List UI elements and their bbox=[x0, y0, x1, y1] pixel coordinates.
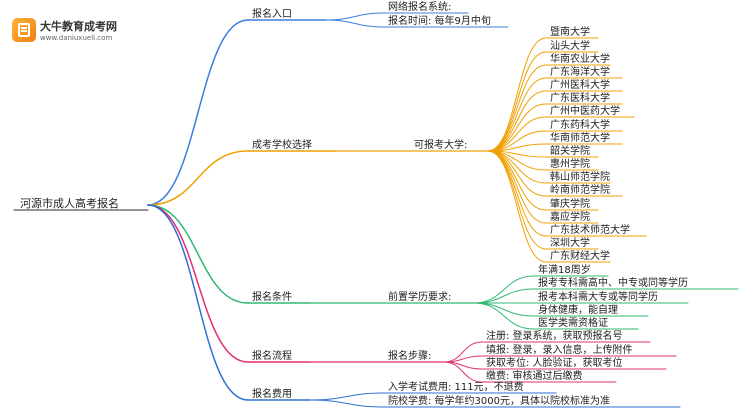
condition-item: 报考本科需大专或等同学历 bbox=[538, 292, 658, 303]
school-item: 嘉应学院 bbox=[550, 212, 590, 223]
fee-item: 入学考试费用: 111元，不退费 bbox=[388, 382, 524, 393]
connector-entry bbox=[147, 19, 249, 206]
connector-condition-item bbox=[473, 302, 535, 330]
connector-school-item bbox=[487, 77, 547, 152]
connector-entry-item bbox=[325, 12, 385, 21]
school-item: 广东技术师范大学 bbox=[550, 225, 630, 236]
connector-condition-item bbox=[473, 302, 535, 317]
process-sub: 报名步骤: bbox=[388, 351, 432, 362]
condition-item: 年满18周岁 bbox=[538, 265, 591, 276]
connector-school-item bbox=[487, 150, 547, 197]
branch-schools: 成考学校选择 bbox=[252, 140, 312, 151]
school-item: 华南农业大学 bbox=[550, 54, 610, 65]
conditions-sub: 前置学历要求: bbox=[388, 292, 452, 303]
school-item: 广东财经大学 bbox=[550, 251, 610, 262]
school-item: 汕头大学 bbox=[550, 41, 590, 52]
book-icon bbox=[12, 18, 36, 42]
school-item: 华南师范大学 bbox=[550, 133, 610, 144]
connector-process bbox=[147, 204, 249, 363]
connector-fee-item bbox=[309, 399, 385, 408]
connector-school-item bbox=[487, 64, 547, 152]
connector-fees bbox=[147, 204, 249, 401]
school-item: 广东药科大学 bbox=[550, 120, 610, 131]
process-step: 填报: 登录，录入信息，上传附件 bbox=[486, 345, 633, 356]
connector-entry-item bbox=[325, 19, 385, 28]
connector-school-item bbox=[487, 150, 547, 224]
school-item: 广州中医药大学 bbox=[550, 106, 620, 117]
school-item: 广东医科大学 bbox=[550, 93, 610, 104]
school-item: 惠州学院 bbox=[550, 159, 590, 170]
connector-fee-item bbox=[309, 392, 385, 401]
root-topic: 河源市成人高考报名 bbox=[20, 197, 119, 210]
entry-item: 报名时间: 每年9月中旬 bbox=[388, 16, 491, 27]
connector-school-item bbox=[487, 150, 547, 250]
brand-url: www.daniuxueli.com bbox=[40, 34, 113, 42]
process-step: 注册: 登录系统，获取预报名号 bbox=[486, 331, 623, 342]
condition-item: 身体健康，能自理 bbox=[538, 305, 618, 316]
condition-item: 报考专科需高中、中专或同等学历 bbox=[538, 278, 688, 289]
brand-logo: 大牛教育成考网 www.daniuxueli.com bbox=[12, 14, 162, 50]
schools-sub: 可报考大学: bbox=[414, 140, 468, 151]
connector-conditions bbox=[147, 204, 249, 304]
school-item: 岭南师范学院 bbox=[550, 185, 610, 196]
connector-school-item bbox=[487, 51, 547, 152]
school-item: 深圳大学 bbox=[550, 238, 590, 249]
connector-condition-item bbox=[473, 288, 535, 304]
branch-conditions: 报名条件 bbox=[252, 292, 292, 303]
connector-school-item bbox=[487, 90, 547, 152]
entry-item: 网络报名系统: bbox=[388, 2, 452, 13]
connector-schools bbox=[147, 150, 249, 206]
connector-school-item bbox=[487, 150, 547, 184]
process-step: 缴费: 审核通过后缴费 bbox=[486, 371, 583, 382]
process-step: 获取考位: 人脸验证，获取考位 bbox=[486, 358, 623, 369]
connector-school-item bbox=[487, 37, 547, 152]
connector-school-item bbox=[487, 150, 547, 237]
school-item: 肇庆学院 bbox=[550, 199, 590, 210]
condition-item: 医学类需资格证 bbox=[538, 318, 608, 329]
connector-school-item bbox=[487, 103, 547, 152]
branch-entry: 报名入口 bbox=[252, 9, 292, 20]
brand-title: 大牛教育成考网 bbox=[40, 20, 117, 33]
school-item: 广州医科大学 bbox=[550, 80, 610, 91]
connector-school-item bbox=[487, 150, 547, 263]
branch-process: 报名流程 bbox=[252, 351, 292, 362]
connector-process-step bbox=[443, 361, 483, 383]
branch-fees: 报名费用 bbox=[252, 389, 292, 400]
school-item: 韶关学院 bbox=[550, 146, 590, 157]
school-item: 广东海洋大学 bbox=[550, 67, 610, 78]
school-item: 暨南大学 bbox=[550, 27, 590, 38]
fee-item: 院校学费: 每学年约3000元，具体以院校标准为准 bbox=[388, 396, 610, 407]
school-item: 韩山师范学院 bbox=[550, 172, 610, 183]
